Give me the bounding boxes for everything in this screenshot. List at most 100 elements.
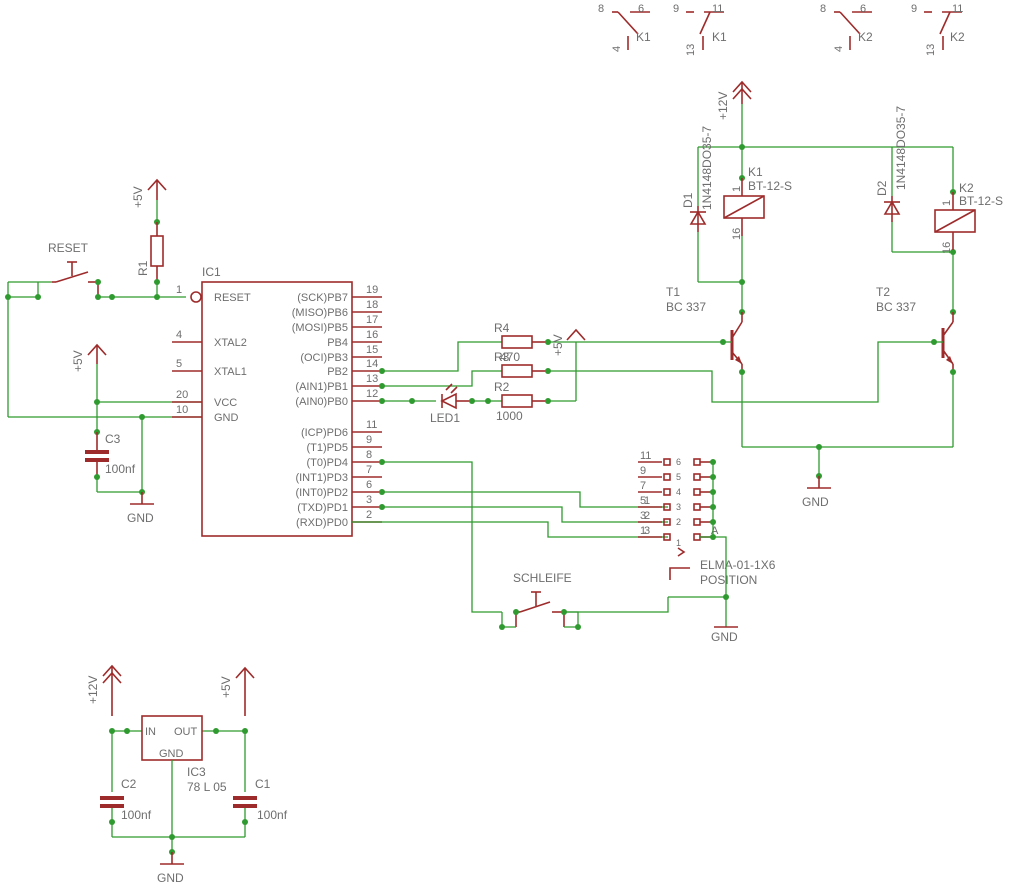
contact-pin-b: 11 [712, 3, 723, 15]
connector-pin-number: 9 [640, 465, 646, 477]
relay-k1-pin-bottom: 16 [731, 228, 743, 240]
connector-pad [663, 533, 671, 541]
supply-5v-led: +5V [551, 328, 586, 356]
ic1-pin-number: 8 [366, 449, 372, 461]
connector-pin-number: 5 [640, 495, 646, 507]
connector-pad [663, 488, 671, 496]
connector-pin-number: 7 [640, 480, 646, 492]
contact-pin-a: 8 [598, 3, 604, 15]
capacitor-c3: C3 100nf [85, 432, 136, 477]
reset-switch: RESET [48, 241, 99, 297]
contact-pin-a: 9 [673, 3, 679, 15]
ic1-right-pins: 19(SCK)PB718(MISO)PB617(MOSI)PB516PB415(… [292, 284, 382, 529]
ic1-pin-label: (INT1)PD3 [295, 472, 348, 484]
contact-pin-b: 6 [860, 3, 866, 15]
connector-pad [693, 473, 701, 481]
capacitor-c1: C1 100nf [233, 777, 288, 822]
connector-wire-number: 3 [644, 525, 650, 537]
ic1-pin-number: 7 [366, 464, 372, 476]
connector-inner-number: 2 [676, 517, 681, 527]
ic1-pin-label: RESET [214, 292, 251, 304]
resistor-r3: R3 470 [494, 350, 548, 378]
ic1-pin-number: 10 [176, 404, 188, 416]
connector-inner-number: 3 [676, 502, 681, 512]
contact-relay-name: K1 [636, 30, 651, 44]
connector-wire-number: 2 [644, 510, 650, 522]
relay-coil-k1: 1 16 K1 BT-12-S [723, 165, 792, 240]
connector-pad [693, 458, 701, 466]
supply-5v-regulator: +5V [219, 666, 255, 716]
ic1-pin-label: (T0)PD4 [306, 457, 348, 469]
resistor-r2-value: 1000 [496, 409, 523, 423]
ic1-pin-number: 16 [366, 329, 378, 341]
resistor-r2-name: R2 [494, 380, 510, 394]
ic1-pin-number: 12 [366, 388, 378, 400]
ic1-pin-number: 2 [366, 509, 372, 521]
ic1-pin-label: (T1)PD5 [306, 442, 348, 454]
ic1-pin-label: XTAL2 [214, 337, 247, 349]
gnd-connector: GND [711, 626, 738, 644]
regulator-type: 78 L 05 [187, 780, 227, 794]
supply-5v-label-2: +5V [71, 350, 85, 372]
diode-d2-name: D2 [875, 180, 889, 196]
gnd-label-3: GND [711, 630, 738, 644]
capacitor-c3-value: 100nf [105, 462, 136, 476]
connector-inner-number: 5 [676, 472, 681, 482]
relay-contact-k2-a: 8 6 4 K2 [820, 3, 873, 52]
regulator-gnd-label: GND [159, 748, 184, 760]
relay-k1-pin-top: 1 [731, 186, 743, 192]
ic1-pin-label: PB4 [327, 337, 348, 349]
transistor-t2: T2 BC 337 [876, 285, 954, 372]
connector-a-label: A [711, 525, 719, 537]
relay-contact-k2-b: 9 11 13 K2 [911, 3, 965, 56]
gnd-label: GND [802, 495, 829, 509]
contact-relay-name: K1 [712, 30, 727, 44]
gnd-regulator: GND [157, 852, 184, 885]
ic1-pin-number: 19 [366, 284, 378, 296]
contact-pin-c: 4 [611, 46, 623, 52]
connector-pad [663, 458, 671, 466]
gnd-c3: GND [127, 492, 154, 525]
led1: LED1 [430, 383, 472, 425]
gnd-label-2: GND [127, 511, 154, 525]
connector-inner-number: 4 [676, 487, 681, 497]
contact-pin-b: 6 [638, 3, 644, 15]
contact-pin-b: 11 [952, 3, 963, 15]
connector-pad [693, 488, 701, 496]
connector-pin-number: 11 [640, 450, 651, 462]
connector-inner-number: 6 [676, 457, 681, 467]
relay-k2-type: BT-12-S [959, 194, 1003, 208]
supply-12v-label: +12V [716, 92, 730, 120]
gnd-transistors: GND [802, 476, 831, 509]
connector-pad [663, 518, 671, 526]
ic1-pin-number: 9 [366, 434, 372, 446]
ic1-pin-label: GND [214, 412, 239, 424]
regulator-name: IC3 [187, 765, 206, 779]
ic1-name: IC1 [202, 265, 221, 279]
ic1-pin-label: (MOSI)PB5 [292, 322, 348, 334]
ic1-pin-number: 5 [176, 358, 182, 370]
capacitor-c2: C2 100nf [100, 777, 152, 822]
capacitor-c2-value: 100nf [121, 808, 152, 822]
supply-5v-vcc: +5V [71, 343, 107, 372]
ic1-pin-number: 1 [176, 284, 182, 296]
ic1-pin-number: 13 [366, 373, 378, 385]
relay-k1-type: BT-12-S [748, 179, 792, 193]
transistor-t1-type: BC 337 [666, 300, 706, 314]
diode-d1-name: D1 [681, 192, 695, 208]
transistor-t1-name: T1 [666, 285, 680, 299]
ic1-pin-number: 6 [366, 479, 372, 491]
capacitor-c3-name: C3 [105, 432, 121, 446]
ic1-pin-label: (INT0)PD2 [295, 487, 348, 499]
transistor-t2-name: T2 [876, 285, 890, 299]
connector-pin-number: 3 [640, 510, 646, 522]
capacitor-c2-name: C2 [121, 777, 137, 791]
ic1-pin-number: 11 [366, 419, 377, 431]
supply-12v-relays: +12V [716, 80, 752, 120]
connector-pin-number: 1 [640, 525, 646, 537]
ic1-pin-number: 20 [176, 389, 188, 401]
resistor-r4-name: R4 [494, 321, 510, 335]
resistor-r2: R2 1000 [494, 380, 548, 423]
